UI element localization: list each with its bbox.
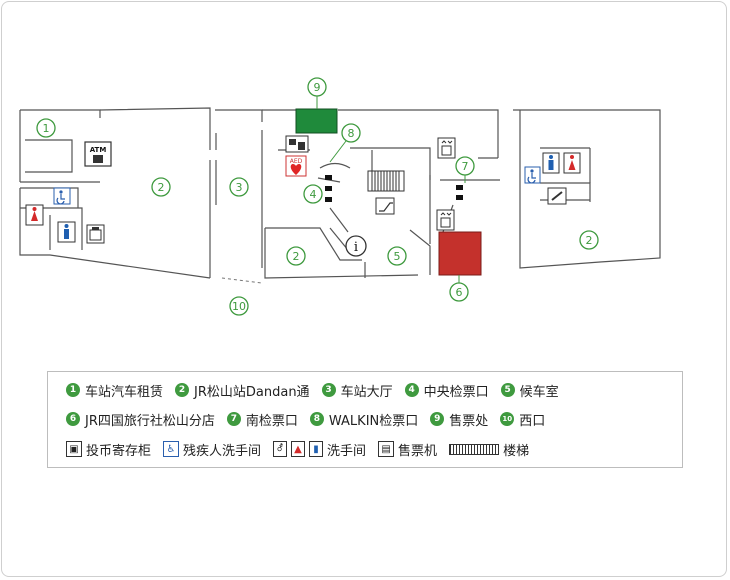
accessible-icon-right [524, 166, 541, 184]
area-number-9: 9 [307, 77, 327, 109]
svg-text:8: 8 [348, 127, 355, 140]
area-number-4: 4 [303, 184, 323, 204]
legend-item-accessible-wc: ♿残疾人洗手间 [163, 440, 261, 459]
svg-text:2: 2 [158, 181, 165, 194]
svg-text:2: 2 [293, 250, 300, 263]
ticket-machine-icon: ▤ [378, 441, 395, 457]
svg-text:6: 6 [456, 286, 463, 299]
male-icon: ▮ [309, 441, 324, 457]
elevator-icon-top [437, 137, 456, 159]
female-icon: ▲ [291, 441, 306, 457]
locker-icon: ▣ [66, 441, 82, 457]
legend-row-3: ▣投币寄存柜 ♿残疾人洗手间 ⚦ ▲ ▮ 洗手间 ▤售票机 楼梯 [66, 439, 541, 459]
restroom-icon: ⚦ [273, 441, 288, 457]
accessible-icon: ♿ [163, 441, 180, 457]
left-building [19, 107, 263, 284]
svg-text:ATM: ATM [90, 146, 107, 154]
svg-text:2: 2 [586, 234, 593, 247]
stairs-icon [367, 170, 405, 192]
stairs-legend-icon [449, 443, 500, 455]
legend-item-restroom: ⚦ ▲ ▮ 洗手间 [273, 440, 366, 459]
area-number-6: 6 [449, 275, 469, 302]
jr-travel-area [438, 231, 482, 276]
area-number-3: 3 [229, 177, 249, 197]
legend-item-stairs: 楼梯 [449, 440, 529, 459]
phone-icon [547, 187, 567, 205]
ticket-machine-icon-map [285, 135, 309, 153]
female-restroom-icon-right [563, 152, 581, 174]
legend-item-locker: ▣投币寄存柜 [66, 440, 151, 459]
area-number-5: 5 [387, 246, 407, 266]
female-restroom-icon [25, 204, 44, 226]
svg-text:10: 10 [232, 300, 246, 313]
ticket-office-area [295, 108, 338, 134]
area-number-2b: 2 [286, 246, 306, 266]
svg-text:AED: AED [290, 158, 303, 165]
aed-icon: AED [285, 155, 307, 177]
locker-icon-map [86, 224, 105, 244]
male-restroom-icon-right [542, 152, 560, 174]
right-building [513, 109, 661, 269]
accessible-icon-left [53, 187, 71, 205]
svg-text:5: 5 [394, 250, 401, 263]
svg-text:4: 4 [310, 188, 317, 201]
svg-text:1: 1 [43, 122, 50, 135]
gate-bars [325, 175, 463, 202]
area-number-2c: 2 [579, 230, 599, 250]
elevator-icon-bottom [436, 209, 455, 231]
svg-text:9: 9 [314, 81, 321, 94]
information-icon: i [345, 235, 367, 257]
male-restroom-icon [57, 221, 76, 243]
svg-text:i: i [354, 240, 358, 255]
svg-text:7: 7 [462, 160, 469, 173]
area-number-1: 1 [36, 118, 56, 138]
legend-item-ticket-machine: ▤售票机 [378, 440, 437, 459]
area-number-7: 7 [455, 156, 475, 183]
area-number-8: 8 [329, 123, 361, 163]
escalator-icon [375, 197, 395, 215]
atm-icon: ATM [84, 141, 112, 167]
svg-text:3: 3 [236, 181, 243, 194]
area-number-2a: 2 [151, 177, 171, 197]
area-number-10: 10 [229, 296, 249, 316]
